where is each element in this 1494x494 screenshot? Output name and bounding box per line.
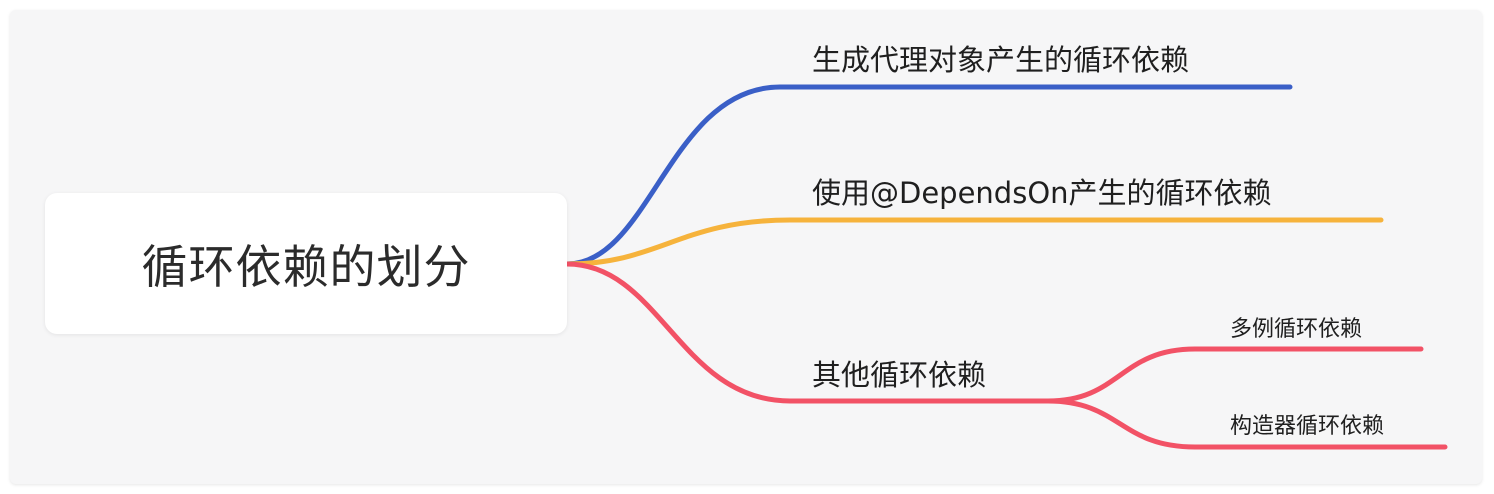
edge-other [564, 261, 1051, 404]
branch-label-other[interactable]: 其他循环依赖 [812, 358, 987, 392]
subbranch-label-constructor[interactable]: 构造器循环依赖 [1230, 414, 1385, 439]
edge-multiton [1045, 346, 1424, 404]
root-node[interactable]: 循环依赖的划分 [45, 193, 567, 334]
root-node-label: 循环依赖的划分 [141, 239, 471, 294]
subbranch-label-multiton[interactable]: 多例循环依赖 [1230, 317, 1363, 342]
branch-label-proxy-object[interactable]: 生成代理对象产生的循环依赖 [812, 43, 1190, 77]
edge-proxy-object [564, 84, 1293, 267]
branch-label-dependson[interactable]: 使用@DependsOn产生的循环依赖 [812, 176, 1272, 210]
edge-constructor [1045, 398, 1448, 450]
edge-dependson [564, 217, 1384, 267]
